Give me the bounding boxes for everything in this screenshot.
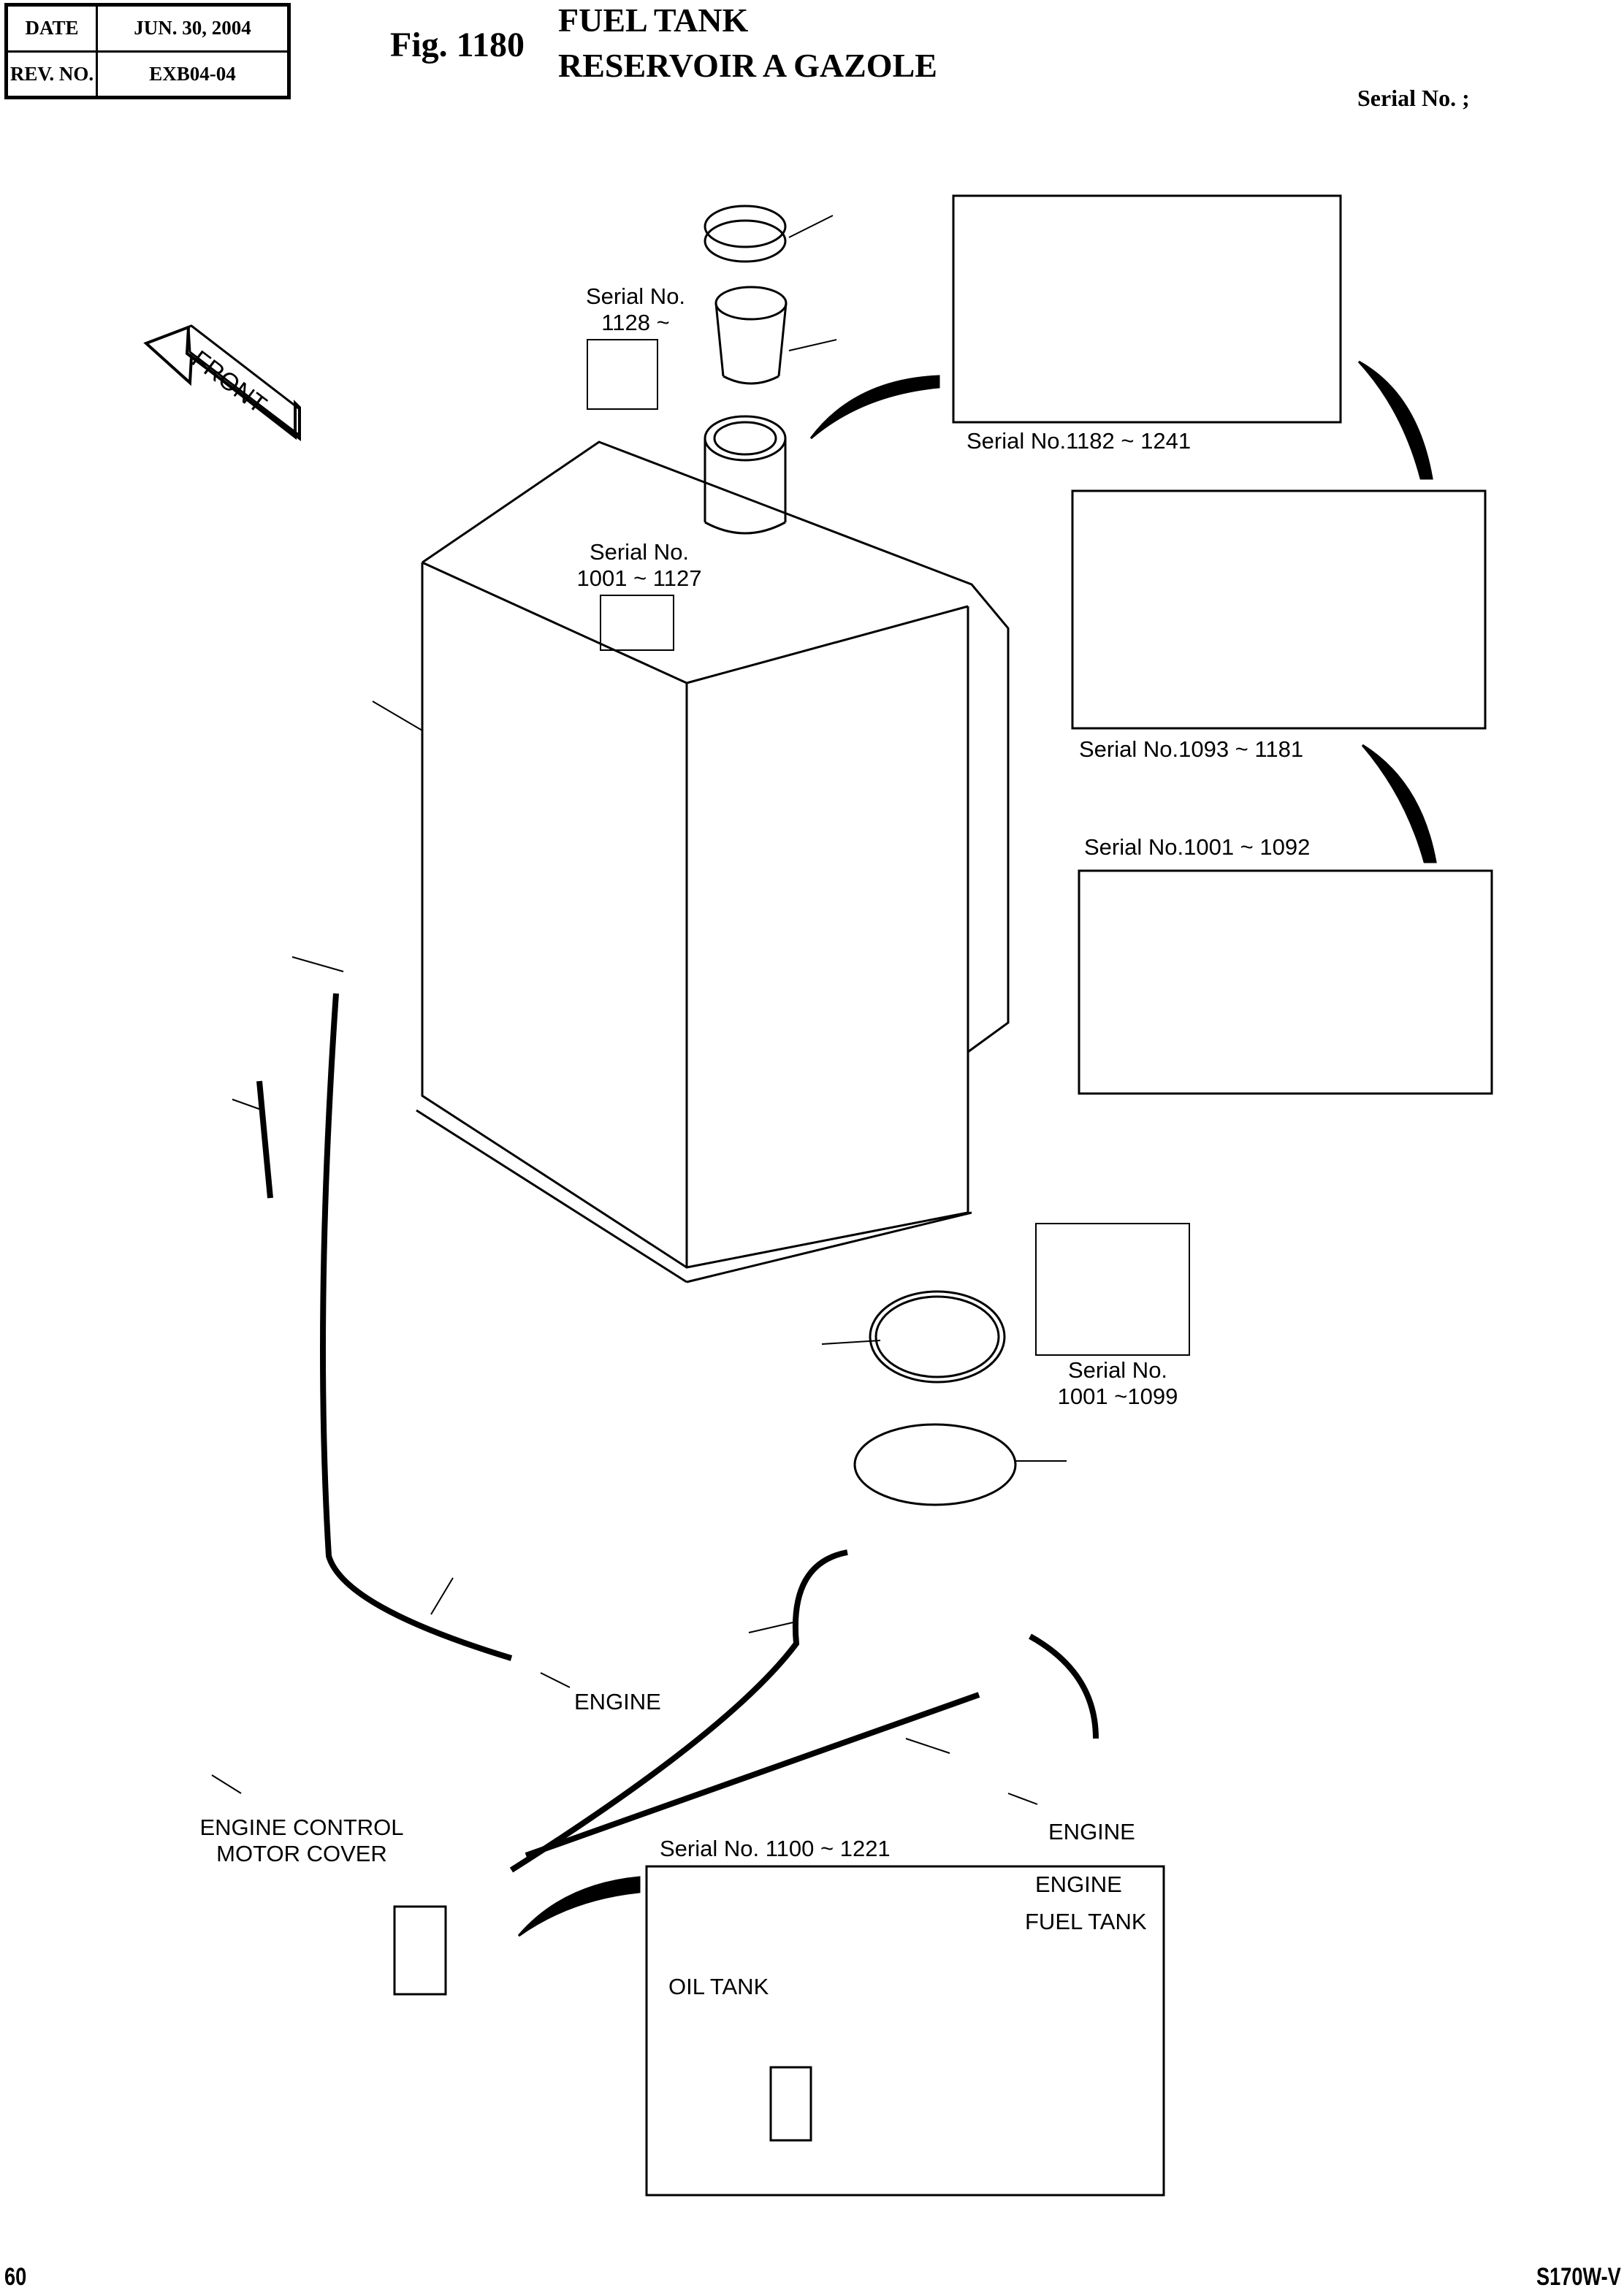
inset-engine-label: ENGINE xyxy=(1035,1872,1122,1897)
pointer-arrow xyxy=(1357,360,1433,480)
rev-value: EXB04-04 xyxy=(96,50,290,99)
fuel-cap xyxy=(704,205,787,263)
serial-label-1128: Serial No. 1128 ~ xyxy=(577,283,694,336)
leader-lines xyxy=(232,215,1067,1754)
inset-label-1001-1092: Serial No.1001 ~ 1092 xyxy=(1084,834,1311,860)
arrow-icon xyxy=(1007,1793,1038,1805)
pointer-arrow xyxy=(517,1876,641,1937)
pointer-arrow xyxy=(809,375,940,440)
inset-box-1100-1221 xyxy=(645,1865,1165,2197)
serial-label-line: 1001 ~ 1127 xyxy=(576,565,702,591)
inset-fuel-tank-label: FUEL TANK xyxy=(1025,1909,1147,1934)
title-english: FUEL TANK xyxy=(558,1,749,39)
date-value: JUN. 30, 2004 xyxy=(96,4,290,53)
serial-label-line: Serial No. xyxy=(1067,1357,1168,1383)
model-number: S170W-V xyxy=(1536,2263,1621,2291)
title-french: RESERVOIR A GAZOLE xyxy=(558,47,937,84)
figure-number: Fig. 1180 xyxy=(390,26,525,64)
inset-label-1100-1221: Serial No. 1100 ~ 1221 xyxy=(660,1836,891,1861)
arrow-icon xyxy=(211,1774,242,1794)
serial-label-1001-1099: Serial No. 1001 ~1099 xyxy=(1045,1357,1191,1410)
inset-box-1001-1127 xyxy=(600,595,674,651)
date-label: DATE xyxy=(5,4,98,53)
inset-box-1001-1099 xyxy=(1035,1223,1190,1356)
filler-strainer xyxy=(714,286,788,385)
page-number: 60 xyxy=(4,2263,27,2291)
arrow-icon xyxy=(540,1672,571,1688)
label-line: ENGINE CONTROL xyxy=(199,1815,404,1840)
gasket-ring-inner xyxy=(874,1295,1000,1378)
inset-box-1093-1181 xyxy=(1071,489,1487,730)
return-hose xyxy=(320,993,513,1661)
sender-flange xyxy=(853,1423,1017,1506)
inset-box-1182-1241 xyxy=(952,194,1342,424)
engine-label-return: ENGINE xyxy=(574,1689,661,1714)
front-arrow-icon xyxy=(143,324,301,442)
serial-label-line: Serial No. xyxy=(589,539,690,565)
serial-label-1001-1127: Serial No. 1001 ~ 1127 xyxy=(566,539,712,592)
revision-table: DATE JUN. 30, 2004 REV. NO. EXB04-04 xyxy=(4,3,291,99)
serial-label-line: 1128 ~ xyxy=(601,310,670,335)
level-gauge xyxy=(256,1080,273,1199)
inset-label-1093-1181: Serial No.1093 ~ 1181 xyxy=(1079,736,1304,762)
fuel-line xyxy=(525,1692,980,1858)
inset-fuel-filter xyxy=(769,2066,812,2142)
inset-oil-tank-label: OIL TANK xyxy=(668,1974,769,1999)
serial-label-line: 1001 ~1099 xyxy=(1057,1384,1178,1409)
inset-label-1182-1241: Serial No.1182 ~ 1241 xyxy=(967,428,1192,454)
inset-box-1128 xyxy=(587,339,658,410)
engine-control-motor-cover-label: ENGINE CONTROL MOTOR COVER xyxy=(188,1815,415,1867)
fuel-filter xyxy=(393,1905,447,1996)
filler-neck xyxy=(704,415,787,535)
supply-hose xyxy=(509,1549,848,1873)
label-line: MOTOR COVER xyxy=(216,1841,387,1866)
pointer-arrow xyxy=(1361,744,1437,863)
serial-label-line: Serial No. xyxy=(585,283,686,309)
serial-number-header: Serial No. ; xyxy=(1357,85,1470,111)
gasket-ring xyxy=(869,1290,1006,1384)
fuel-tank-body xyxy=(416,440,1010,1283)
inset-box-1001-1092 xyxy=(1078,869,1493,1095)
drain-hose xyxy=(1029,1633,1099,1739)
rev-label: REV. NO. xyxy=(5,50,98,99)
engine-label-supply: ENGINE xyxy=(1048,1819,1135,1844)
